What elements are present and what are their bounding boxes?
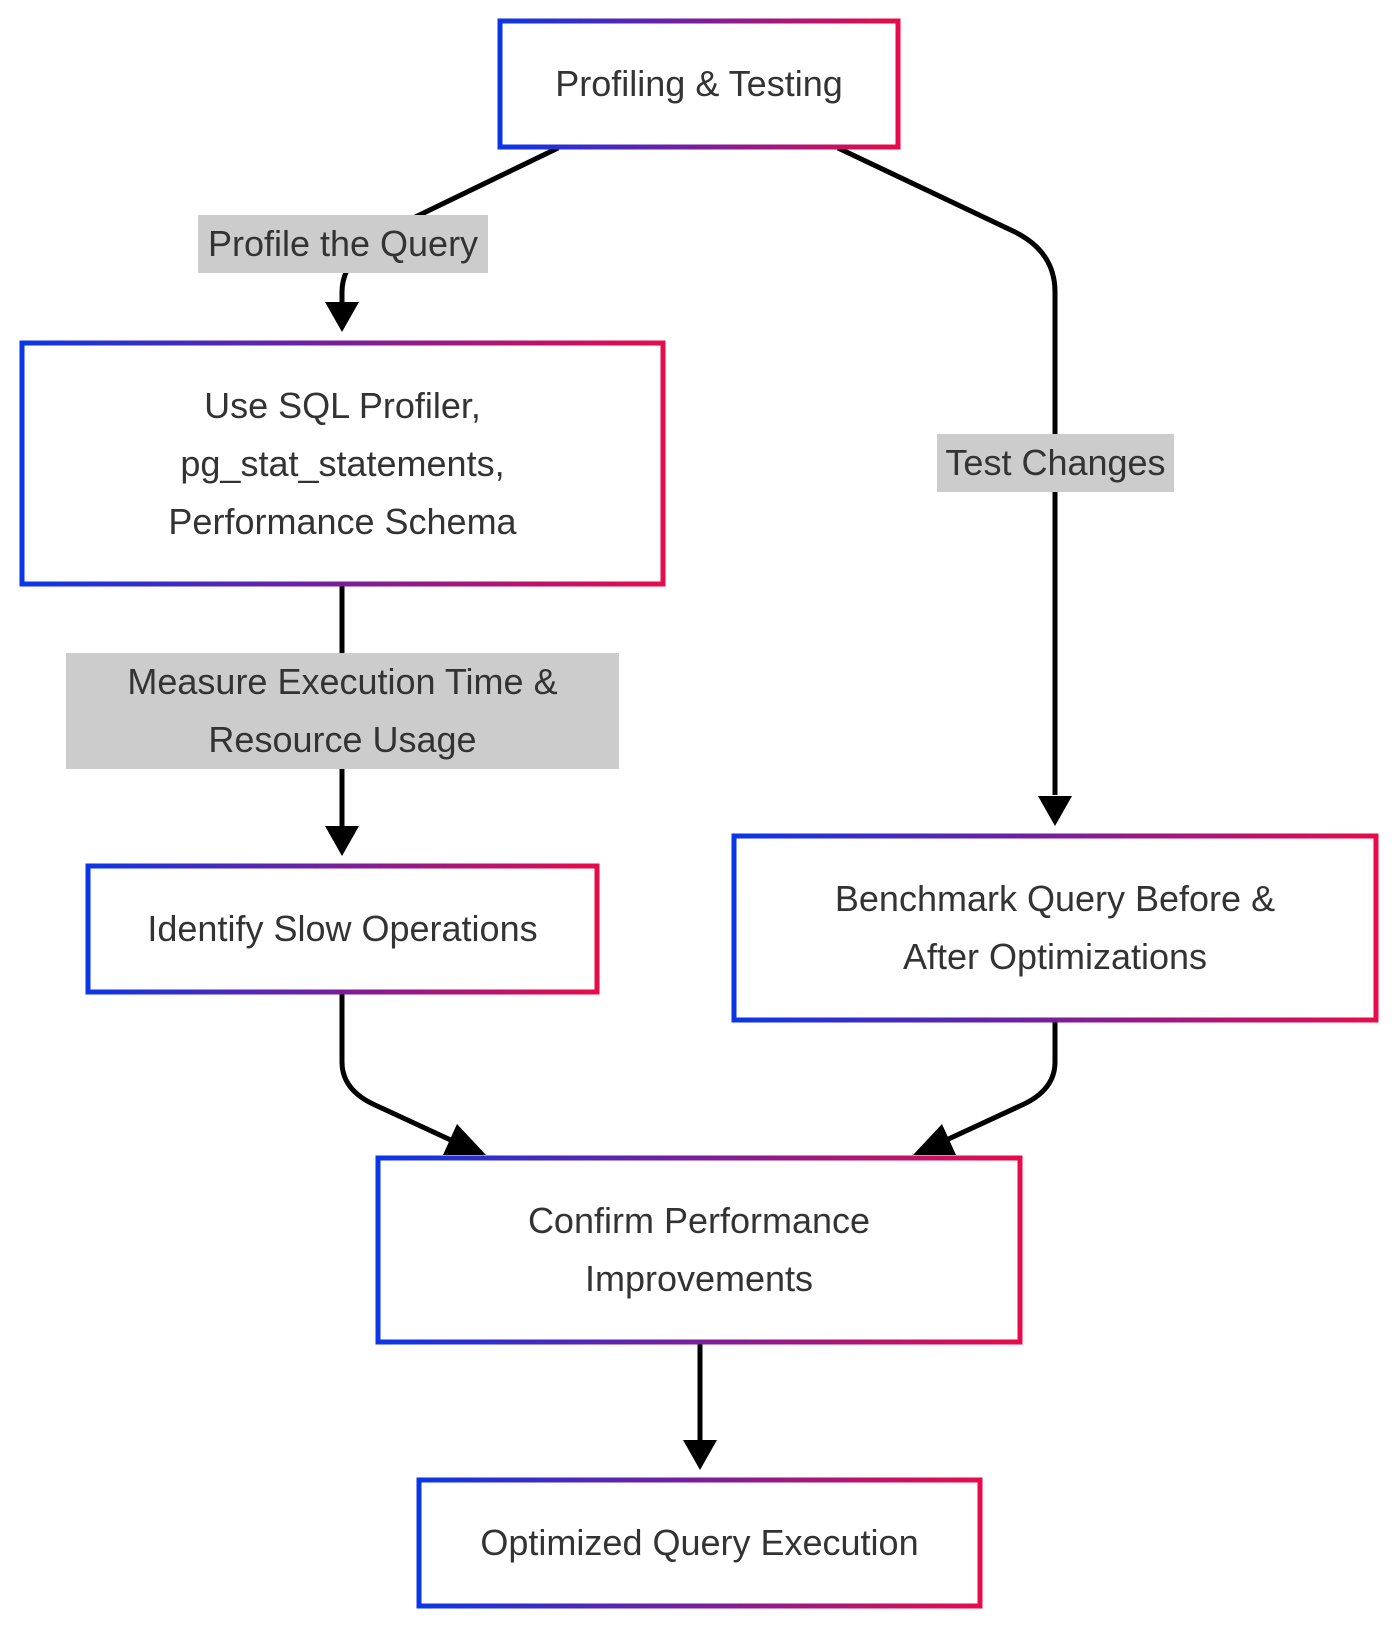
- node-benchmark-query: Benchmark Query Before & After Optimizat…: [834, 878, 1276, 977]
- node-profiling-testing: Profiling & Testing: [555, 63, 843, 104]
- edge-label-test-changes: Test Changes: [937, 434, 1174, 492]
- node-confirm-performance: Confirm Performance Improvements: [527, 1200, 871, 1299]
- arrowhead-confirm-right: [913, 1124, 956, 1155]
- node-box-confirm-performance: [375, 1155, 1023, 1345]
- node-box-use-sql-profiler: [19, 340, 666, 587]
- arrowhead-confirm-left: [443, 1124, 486, 1155]
- node-use-sql-profiler: Use SQL Profiler, pg_stat_statements, Pe…: [168, 384, 517, 542]
- edge-benchmark-to-confirm: [940, 1022, 1058, 1145]
- node-identify-slow-operations: Identify Slow Operations: [147, 908, 538, 949]
- arrowhead-identify: [325, 826, 359, 856]
- arrowhead-profiler: [325, 302, 359, 332]
- edge-label-profile-the-query: Profile the Query: [198, 215, 488, 273]
- node-optimized-query-execution: Optimized Query Execution: [480, 1522, 919, 1563]
- edge-profiling-to-benchmark: [836, 145, 1058, 795]
- node-box-identify-slow-operations: [85, 863, 600, 995]
- arrowhead-optimized: [683, 1440, 717, 1470]
- edge-label-measure-execution: Measure Execution Time & Resource Usage: [66, 653, 619, 769]
- node-box-profiling-testing: [497, 18, 901, 150]
- edge-identify-to-confirm: [339, 993, 457, 1145]
- arrowhead-benchmark: [1038, 796, 1072, 826]
- node-box-optimized-query-execution: [416, 1477, 983, 1609]
- node-box-benchmark-query: [731, 833, 1379, 1023]
